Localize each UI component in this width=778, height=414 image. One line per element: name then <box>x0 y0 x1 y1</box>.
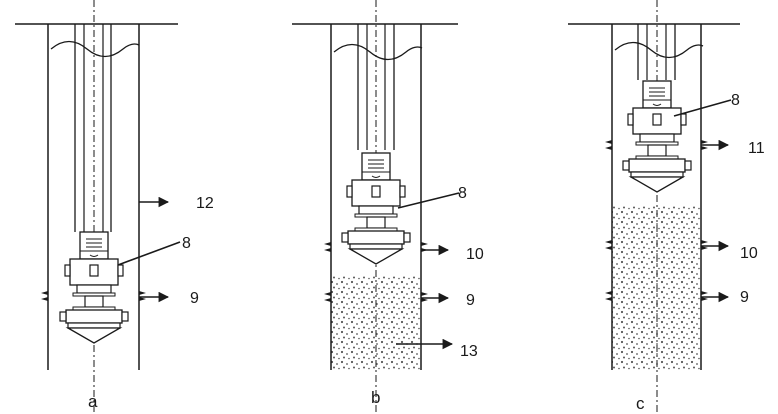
label-lower-anchor: 9 <box>466 292 475 309</box>
panel-b: 8 10 9 13 b <box>292 0 484 414</box>
slip-tooth-icon <box>605 140 612 150</box>
label-top-anchor: 11 <box>748 140 765 157</box>
slip-tooth-icon <box>701 240 708 250</box>
panel-caption: c <box>636 394 645 413</box>
break-line <box>333 43 423 61</box>
label-fill: 13 <box>460 343 478 360</box>
slip-tooth-icon <box>139 291 146 301</box>
label-tool: 8 <box>731 92 740 109</box>
leader-line <box>397 192 460 209</box>
label-well-wall: 12 <box>196 195 214 212</box>
panel-caption: a <box>88 392 98 411</box>
slip-tooth-icon <box>421 292 428 302</box>
packer-tool-icon <box>59 231 129 344</box>
panel-a: 8 9 12 a <box>15 0 214 414</box>
label-tool: 8 <box>458 185 467 202</box>
panel-c: 8 11 10 9 c <box>568 0 765 414</box>
leader-line <box>673 99 732 117</box>
packer-tool-icon <box>341 152 411 265</box>
label-upper-anchor: 10 <box>466 246 484 263</box>
label-lower-anchor: 9 <box>190 290 199 307</box>
slip-tooth-icon <box>605 240 612 250</box>
label-lower-anchor: 9 <box>740 289 749 306</box>
label-upper-anchor: 10 <box>740 245 758 262</box>
slip-tooth-icon <box>324 292 331 302</box>
slip-tooth-icon <box>41 291 48 301</box>
packer-tool-icon <box>622 80 692 193</box>
break-line <box>614 41 704 59</box>
panel-caption: b <box>371 388 380 407</box>
slip-tooth-icon <box>701 291 708 301</box>
break-line <box>50 40 140 58</box>
slip-tooth-icon <box>605 291 612 301</box>
leader-line <box>117 241 181 266</box>
slip-tooth-icon <box>324 242 331 252</box>
label-tool: 8 <box>182 235 191 252</box>
